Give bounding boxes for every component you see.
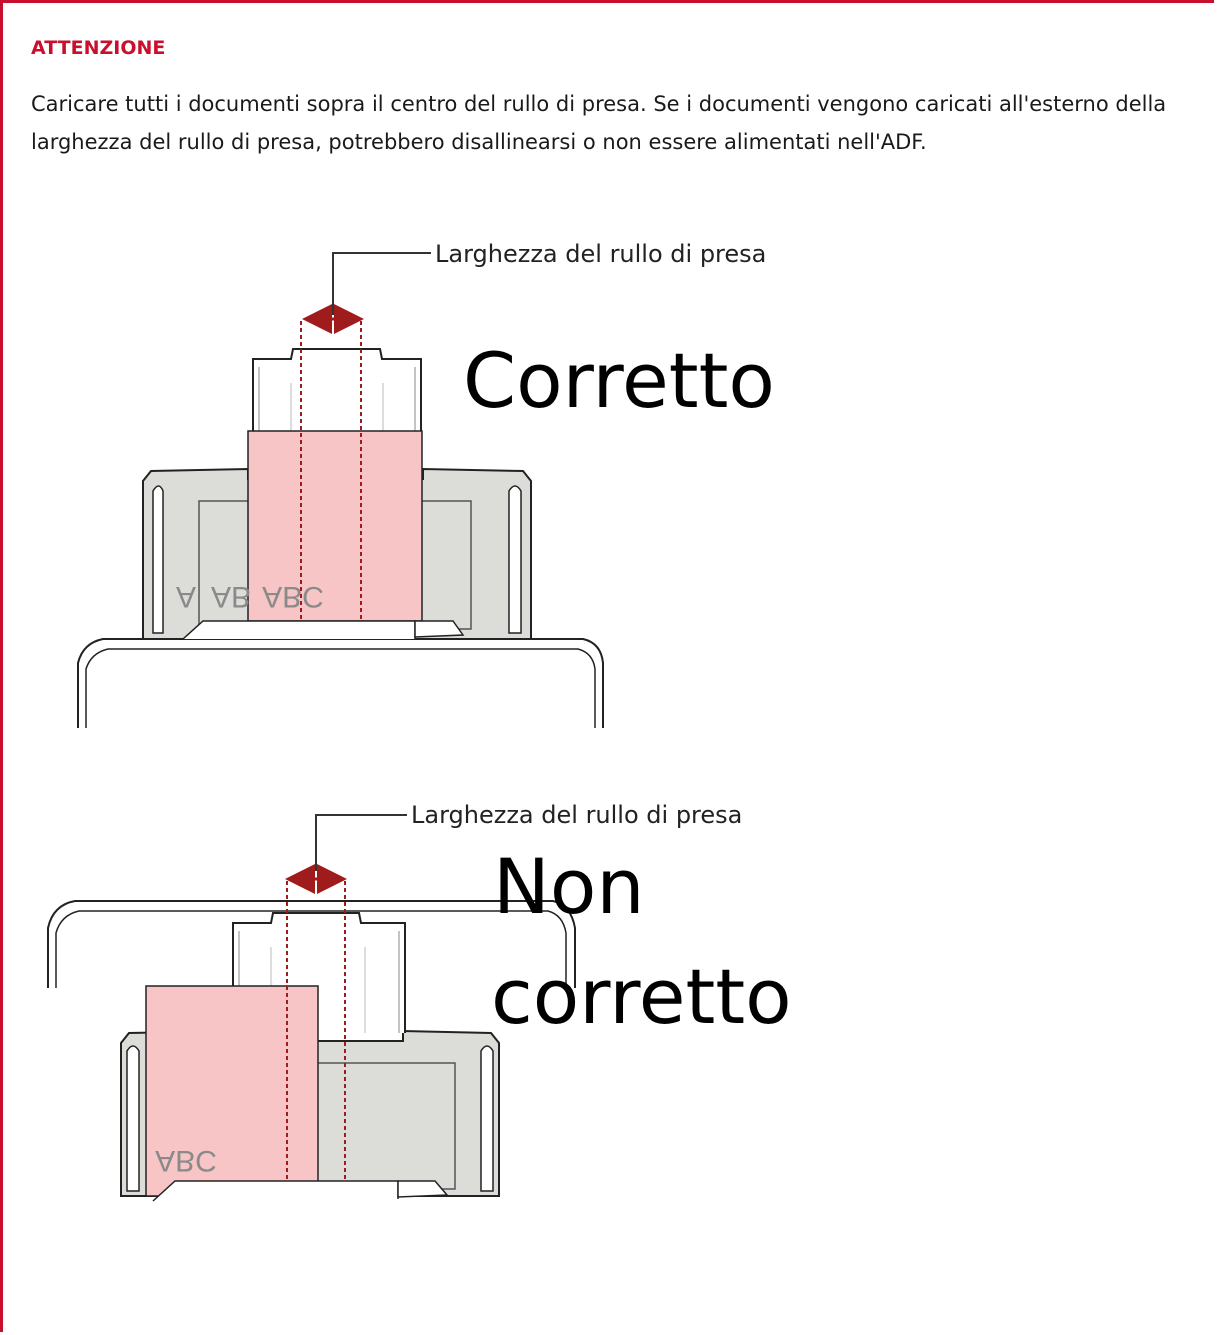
chute <box>252 348 422 433</box>
side-guide-left <box>126 1045 140 1192</box>
side-guide-right <box>508 485 522 634</box>
figure-incorrect: Larghezza del rullo di presa ABC <box>47 801 792 1202</box>
scanner-base <box>77 638 604 728</box>
caution-body: Caricare tutti i documenti sopra il cent… <box>31 92 1167 154</box>
verdict-incorrect-line1: Non <box>493 842 645 931</box>
document-paper <box>247 430 423 622</box>
callout-label: Larghezza del rullo di presa <box>435 240 766 268</box>
caution-title: ATTENZIONE <box>31 37 166 59</box>
figure-correct: Larghezza del rullo di presa <box>77 240 775 728</box>
callout-label: Larghezza del rullo di presa <box>411 801 742 829</box>
illustrations: Larghezza del rullo di presa <box>47 240 792 1202</box>
svg-text:A: A <box>176 580 196 613</box>
svg-text:AB: AB <box>211 580 251 613</box>
front-edge <box>152 1180 399 1202</box>
side-guide-left <box>152 485 164 634</box>
svg-text:ABC: ABC <box>262 580 324 613</box>
verdict-correct: Corretto <box>463 336 775 425</box>
callout-line <box>315 814 407 871</box>
doc-mark: ABC <box>155 1144 217 1177</box>
verdict-incorrect-line2: corretto <box>491 952 792 1041</box>
doc-marks: A AB ABC <box>176 580 324 613</box>
document-paper <box>145 985 319 1197</box>
front-edge <box>182 620 416 640</box>
callout-line <box>332 252 431 315</box>
side-guide-right <box>480 1045 494 1192</box>
